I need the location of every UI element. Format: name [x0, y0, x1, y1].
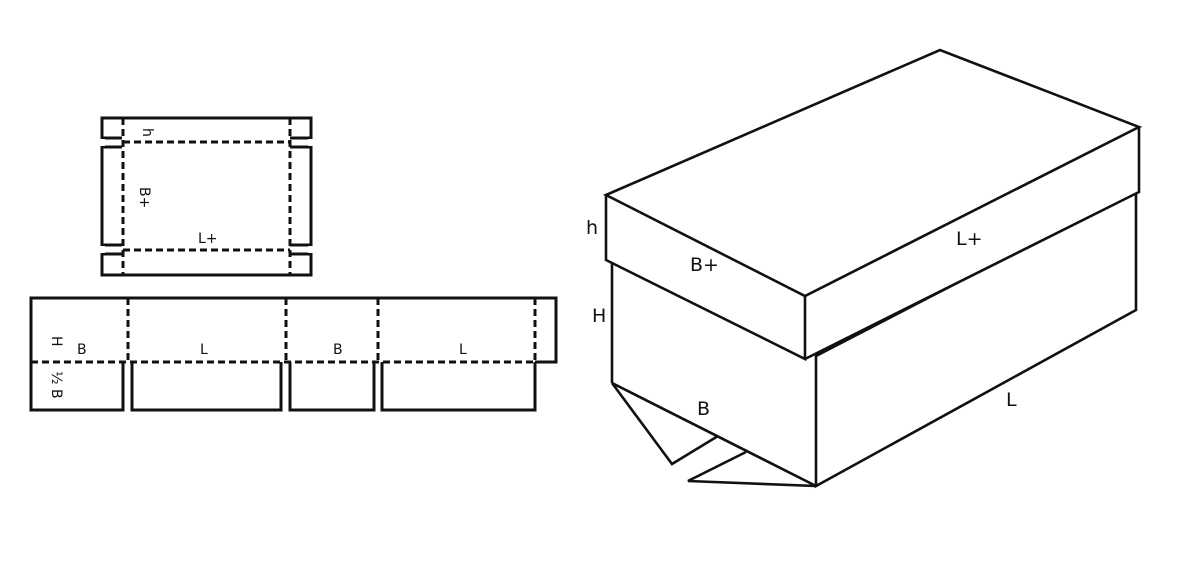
base-net-panel-label: B	[333, 342, 343, 358]
base-net-panel-label: L	[459, 342, 467, 358]
base-net-panel-label: B	[77, 342, 87, 358]
lid-net: h B+ L+	[99, 116, 314, 277]
box-3d: h B+ L+ H B L	[586, 48, 1143, 489]
base-net-panel-label: L	[200, 342, 208, 358]
base-net-flap	[29, 362, 125, 412]
base-net-flap	[130, 362, 283, 412]
base-bottom-flap	[610, 382, 719, 466]
base-breadth-label: B	[697, 398, 710, 420]
lid-net-breadth-label: B+	[136, 187, 152, 208]
base-height-label: H	[592, 305, 606, 327]
lid-breadth-label: B+	[690, 254, 719, 276]
base-bottom-edge	[611, 381, 817, 488]
base-net-wall-outline	[29, 296, 558, 364]
base-bottom-flap	[687, 450, 817, 488]
base-net-flap	[288, 362, 376, 412]
base-net-flap	[380, 362, 537, 412]
base-net: H B L B L ½ B	[29, 296, 558, 412]
lid-length-label: L+	[956, 228, 983, 250]
lid-height-label: h	[586, 217, 598, 239]
base-length-label: L	[1006, 389, 1017, 411]
base-net-flap-label: ½ B	[48, 371, 64, 399]
lid-short-rim	[604, 195, 807, 362]
lid-net-height-label: h	[139, 128, 155, 137]
lid-net-outline	[100, 116, 313, 277]
lid-long-rim	[804, 127, 1141, 361]
lid-net-length-label: L+	[198, 231, 218, 247]
base-net-height-label: H	[48, 336, 64, 347]
